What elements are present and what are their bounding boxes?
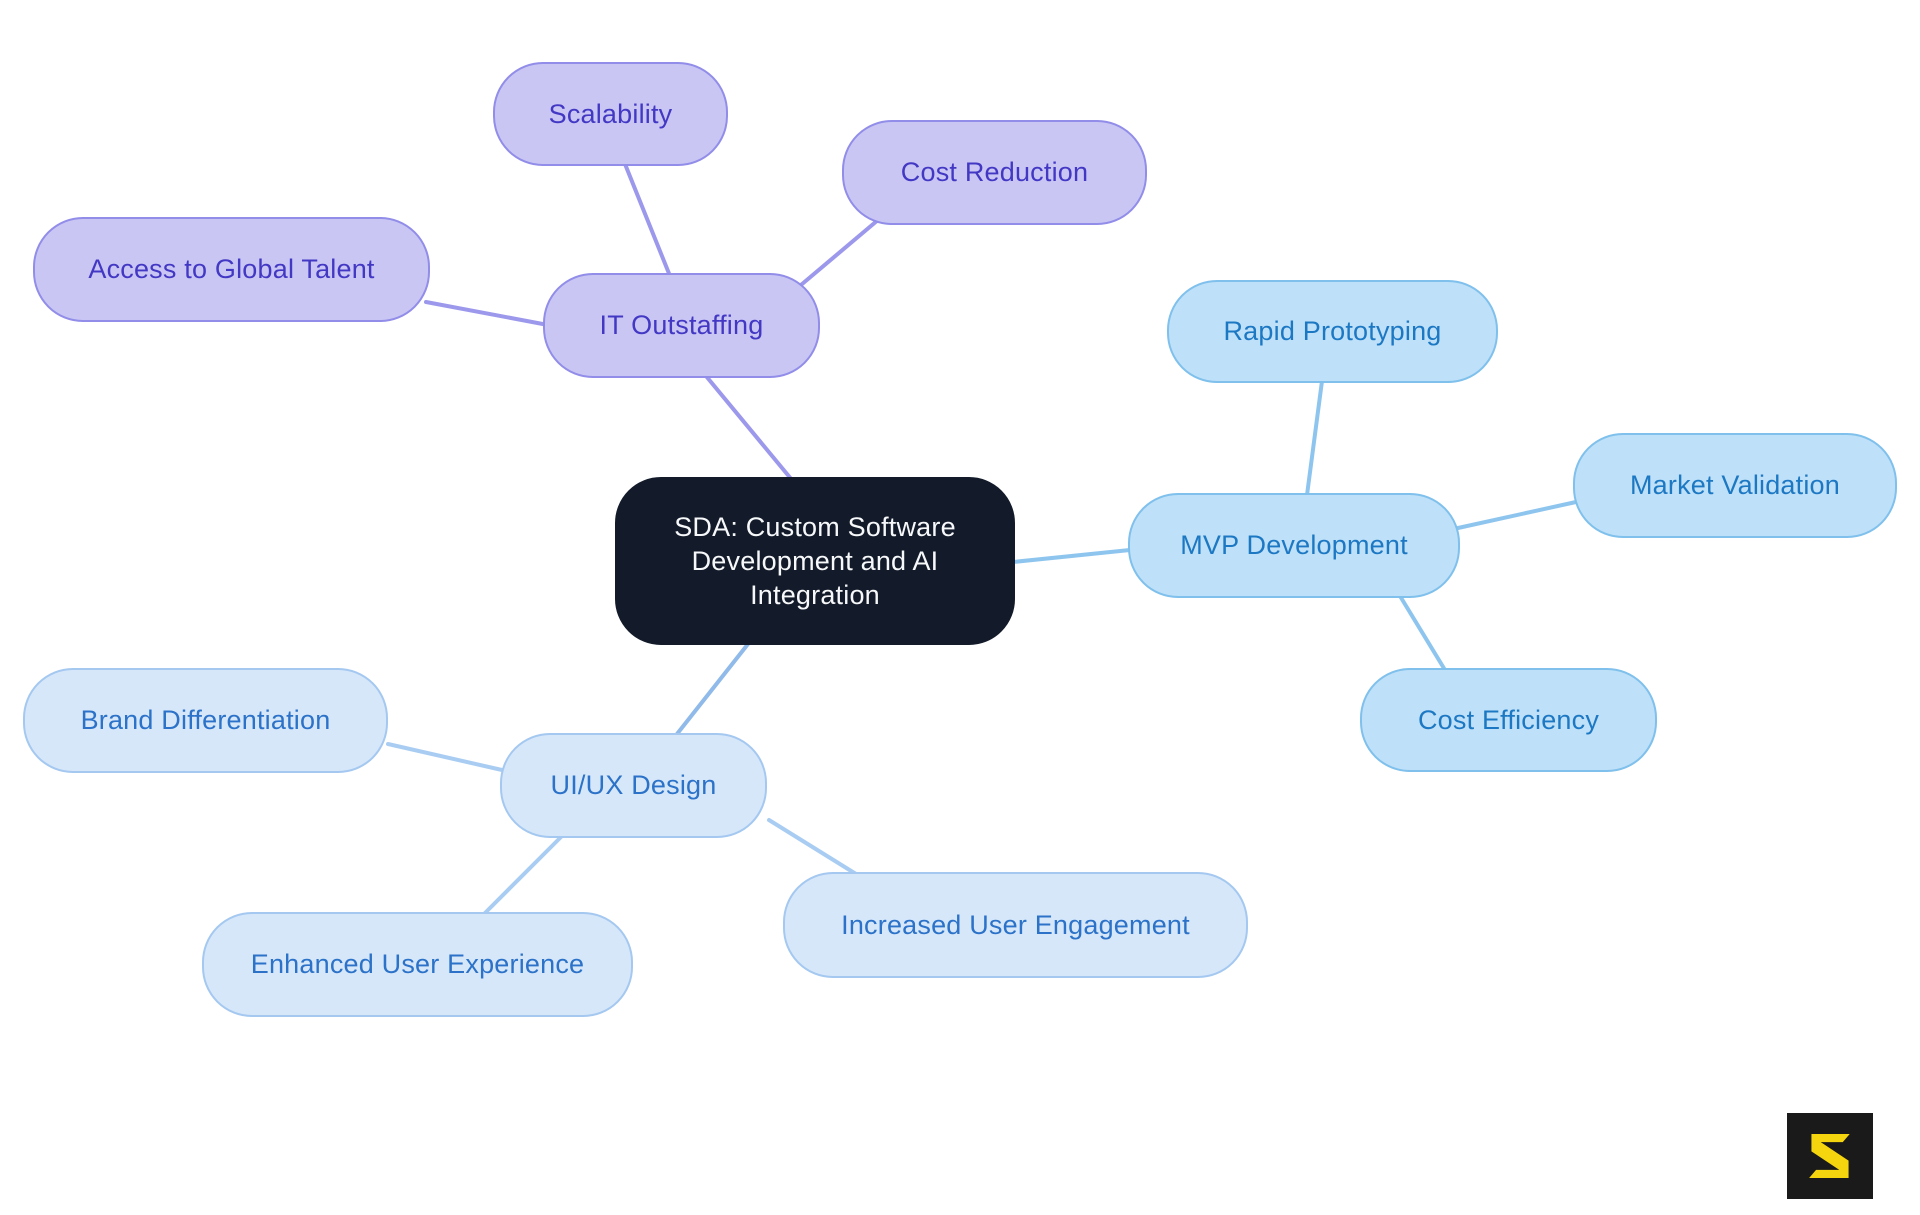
node-cost-efficiency[interactable]: Cost Efficiency: [1360, 668, 1657, 772]
node-access-to-global-talent[interactable]: Access to Global Talent: [33, 217, 430, 322]
node-label: Enhanced User Experience: [250, 949, 585, 980]
edge-uiux-design-increased-user-engagement: [767, 818, 858, 876]
node-label: Brand Differentiation: [80, 705, 331, 736]
node-label: MVP Development: [1180, 530, 1408, 561]
node-label: Market Validation: [1629, 470, 1840, 501]
logo-s-icon: [1809, 1133, 1850, 1179]
edge-mvp-development-cost-efficiency: [1398, 594, 1447, 672]
edge-central-uiux-design: [675, 642, 750, 736]
node-label: IT Outstaffing: [599, 310, 764, 341]
node-brand-differentiation[interactable]: Brand Differentiation: [23, 668, 388, 773]
edge-access-to-global-talent-it-outstaffing: [424, 300, 550, 327]
edge-mvp-development-market-validation: [1456, 500, 1578, 530]
node-enhanced-user-experience[interactable]: Enhanced User Experience: [202, 912, 633, 1017]
node-scalability[interactable]: Scalability: [493, 62, 728, 166]
node-increased-user-engagement[interactable]: Increased User Engagement: [783, 872, 1248, 978]
node-label: UI/UX Design: [550, 770, 717, 801]
node-label: Cost Efficiency: [1417, 704, 1600, 735]
node-central[interactable]: SDA: Custom Software Development and AI …: [615, 477, 1015, 645]
node-it-outstaffing[interactable]: IT Outstaffing: [543, 273, 820, 378]
node-uiux-design[interactable]: UI/UX Design: [500, 733, 767, 838]
node-mvp-development[interactable]: MVP Development: [1128, 493, 1460, 598]
edge-it-outstaffing-central: [704, 374, 794, 482]
edge-uiux-design-enhanced-user-experience: [482, 834, 564, 916]
node-label: SDA: Custom Software Development and AI …: [674, 511, 956, 610]
node-cost-reduction[interactable]: Cost Reduction: [842, 120, 1147, 225]
edge-rapid-prototyping-mvp-development: [1305, 379, 1324, 497]
edge-scalability-it-outstaffing: [623, 162, 672, 278]
node-market-validation[interactable]: Market Validation: [1573, 433, 1897, 538]
node-rapid-prototyping[interactable]: Rapid Prototyping: [1167, 280, 1498, 383]
brand-logo: [1787, 1113, 1873, 1199]
node-label: Rapid Prototyping: [1223, 316, 1442, 347]
edge-uiux-design-brand-differentiation: [386, 742, 504, 772]
node-label: Increased User Engagement: [841, 909, 1190, 940]
node-label: Scalability: [548, 98, 673, 129]
node-label: Cost Reduction: [900, 157, 1089, 188]
edge-central-mvp-development: [1011, 548, 1132, 564]
edge-cost-reduction-it-outstaffing: [793, 218, 880, 292]
node-label: Access to Global Talent: [88, 254, 375, 285]
